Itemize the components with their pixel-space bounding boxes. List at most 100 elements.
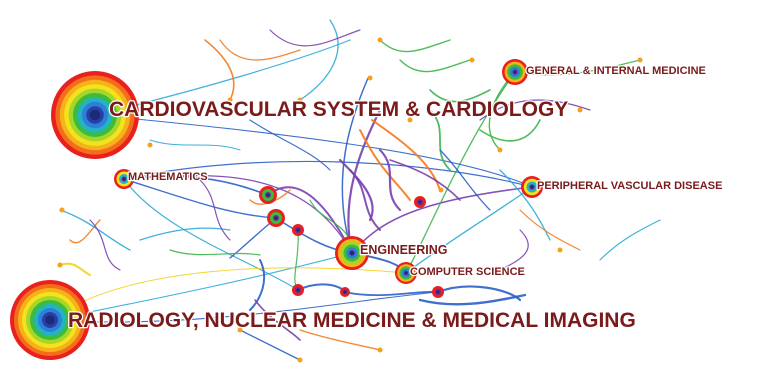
network-link: [297, 283, 346, 293]
network-node-n3: [292, 224, 304, 236]
network-node-dot: [469, 57, 475, 63]
network-node-dot: [577, 107, 583, 113]
network-link: [499, 229, 529, 271]
network-node-engineering: [335, 236, 369, 270]
network-nodes: [10, 37, 643, 363]
network-labels: CARDIOVASCULAR SYSTEM & CARDIOLOGY RADIO…: [67, 64, 724, 334]
network-node-dot: [637, 57, 643, 63]
node-core: [266, 193, 270, 197]
network-link: [341, 77, 369, 254]
network-node-radiology: [10, 280, 90, 360]
node-core: [404, 271, 408, 275]
network-link: [309, 199, 351, 241]
network-node-dot: [59, 207, 65, 213]
network-node-n5: [292, 284, 304, 296]
network-link: [418, 293, 527, 306]
network-link: [389, 159, 461, 201]
network-link: [149, 139, 241, 151]
network-link: [169, 249, 261, 256]
network-link: [89, 219, 121, 271]
label-computer-science: COMPUTER SCIENCE: [410, 266, 525, 278]
network-link: [249, 119, 331, 171]
network-node-dot: [377, 347, 383, 353]
label-radiology-nuclear-medicine: RADIOLOGY, NUCLEAR MEDICINE & MEDICAL IM…: [68, 309, 636, 332]
network-link: [479, 99, 591, 121]
network-node-dot: [497, 147, 503, 153]
network-link: [139, 227, 231, 241]
network-link: [94, 114, 533, 188]
node-core: [296, 228, 300, 232]
network-link: [359, 129, 411, 201]
node-core: [513, 70, 517, 74]
network-node-n2: [267, 209, 285, 227]
network-node-dot: [227, 97, 233, 103]
network-link: [347, 108, 382, 255]
network-link: [519, 209, 581, 251]
network-link: [199, 179, 231, 241]
network-link: [371, 119, 441, 191]
node-core: [530, 185, 534, 189]
network-link: [378, 148, 402, 212]
network-link: [349, 169, 381, 231]
network-link: [599, 219, 661, 261]
network-link: [299, 329, 381, 351]
node-core: [89, 109, 101, 121]
network-link: [405, 186, 533, 274]
network-node-n4: [414, 196, 426, 208]
label-general-internal-medicine: GENERAL & INTERNAL MEDICINE: [526, 65, 706, 77]
network-link: [69, 219, 101, 244]
network-link: [123, 178, 299, 291]
network-links: [49, 19, 661, 361]
label-mathematics: MATHEMATICS: [128, 171, 208, 183]
network-link: [479, 119, 541, 142]
network-node-dot: [377, 37, 383, 43]
network-link: [269, 29, 361, 47]
network-link: [338, 158, 374, 222]
network-link: [499, 169, 551, 241]
network-node-dot: [237, 327, 243, 333]
network-link: [59, 209, 131, 251]
network-link: [249, 259, 266, 311]
network-node-general: [502, 59, 528, 85]
network-node-cardio: [51, 71, 139, 159]
network-link: [229, 217, 277, 259]
network-node-n7: [432, 286, 444, 298]
network-link: [294, 229, 299, 291]
network-node-dot: [557, 247, 563, 253]
network-link: [299, 19, 339, 101]
network-link: [123, 178, 277, 219]
network-link: [514, 59, 641, 76]
network-link: [439, 149, 491, 211]
label-peripheral-vascular-disease: PERIPHERAL VASCULAR DISEASE: [537, 180, 722, 192]
network-link: [254, 299, 301, 341]
network-link: [204, 39, 235, 101]
node-core: [122, 177, 126, 181]
network-node-dot: [407, 117, 413, 123]
network-link: [399, 59, 471, 73]
network-node-peripheral: [521, 176, 543, 198]
node-core: [296, 288, 300, 292]
node-core: [418, 200, 422, 204]
network-node-n1: [259, 186, 277, 204]
network-link: [123, 174, 353, 254]
network-node-dot: [297, 97, 303, 103]
node-core: [349, 250, 355, 256]
label-engineering: ENGINEERING: [360, 243, 448, 257]
network-link: [344, 290, 439, 297]
network-node-dot: [57, 262, 63, 268]
network-node-dot: [367, 75, 373, 81]
network-link: [239, 329, 301, 361]
network-node-dot: [297, 357, 303, 363]
label-cardiovascular-system-cardiology: CARDIOVASCULAR SYSTEM & CARDIOLOGY: [109, 98, 568, 121]
node-core: [274, 216, 278, 220]
network-node-n6: [340, 287, 350, 297]
network-link: [379, 39, 451, 53]
network-link: [429, 89, 491, 103]
network-link: [429, 109, 451, 171]
network-link: [59, 262, 91, 276]
network-node-dot: [438, 187, 444, 193]
node-core: [45, 315, 55, 325]
node-core: [436, 290, 440, 294]
network-node-mathematics: [114, 169, 134, 189]
